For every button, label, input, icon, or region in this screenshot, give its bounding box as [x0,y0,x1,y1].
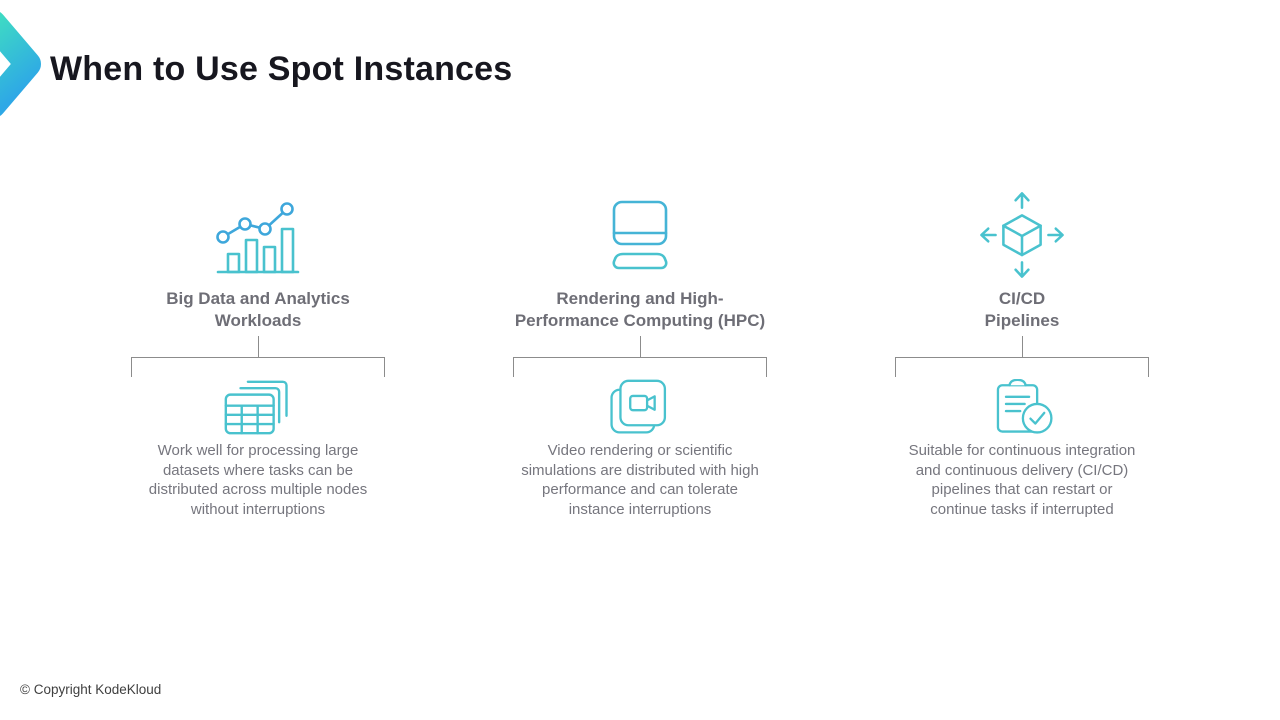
description-line: without interruptions [190,500,326,518]
description-line: datasets where tasks can be [162,461,354,479]
icon-top-wrapper [215,186,301,284]
icon-bottom-wrapper [222,378,294,436]
clipboard-check-icon [996,378,1053,434]
column-description: Video rendering or scientific simulation… [505,441,775,519]
heading-line: Big Data and Analytics [166,289,350,308]
column-heading: CI/CD Pipelines [985,288,1060,332]
column-heading: Rendering and High- Performance Computin… [515,288,765,332]
heading-line: Performance Computing (HPC) [514,311,766,330]
description-line: distributed across multiple nodes [148,481,368,498]
data-tables-icon [224,380,288,434]
description-line: continue tasks if interrupted [930,500,1114,518]
description-line: simulations are distributed with high [521,461,759,479]
copyright-footer: © Copyright KodeKloud [20,682,162,697]
bracket-connector [131,336,385,377]
columns-container: Big Data and Analytics Workloads [108,186,1172,519]
icon-bottom-wrapper [987,378,1057,436]
page-title: When to Use Spot Instances [50,50,513,88]
bracket-connector [513,336,767,377]
description-line: Video rendering or scientific [547,442,733,459]
bar-chart-icon [216,202,300,274]
heading-line: CI/CD [998,289,1046,308]
computer-icon [612,200,668,270]
column-description: Suitable for continuous integration and … [888,441,1156,519]
video-render-icon [610,379,667,434]
description-line: pipelines that can restart or [931,481,1113,498]
column-heading: Big Data and Analytics Workloads [166,288,350,332]
icon-top-wrapper [976,186,1068,284]
chevron-decoration-icon [0,12,41,116]
cube-scale-icon [980,192,1064,278]
description-line: performance and can tolerate [542,481,738,498]
icon-bottom-wrapper [608,378,672,436]
column-cicd: CI/CD Pipelines Suitable for continuou [872,186,1172,519]
heading-line: Rendering and High- [556,289,724,308]
column-rendering-hpc: Rendering and High- Performance Computin… [490,186,790,519]
column-big-data: Big Data and Analytics Workloads [108,186,408,519]
description-line: Work well for processing large [157,442,359,459]
description-line: and continuous delivery (CI/CD) [915,461,1129,479]
description-line: Suitable for continuous integration [908,442,1136,459]
icon-top-wrapper [600,186,680,284]
heading-line: Workloads [214,311,302,330]
bracket-connector [895,336,1149,377]
description-line: instance interruptions [568,500,712,518]
heading-line: Pipelines [984,311,1060,330]
column-description: Work well for processing large datasets … [132,441,384,519]
